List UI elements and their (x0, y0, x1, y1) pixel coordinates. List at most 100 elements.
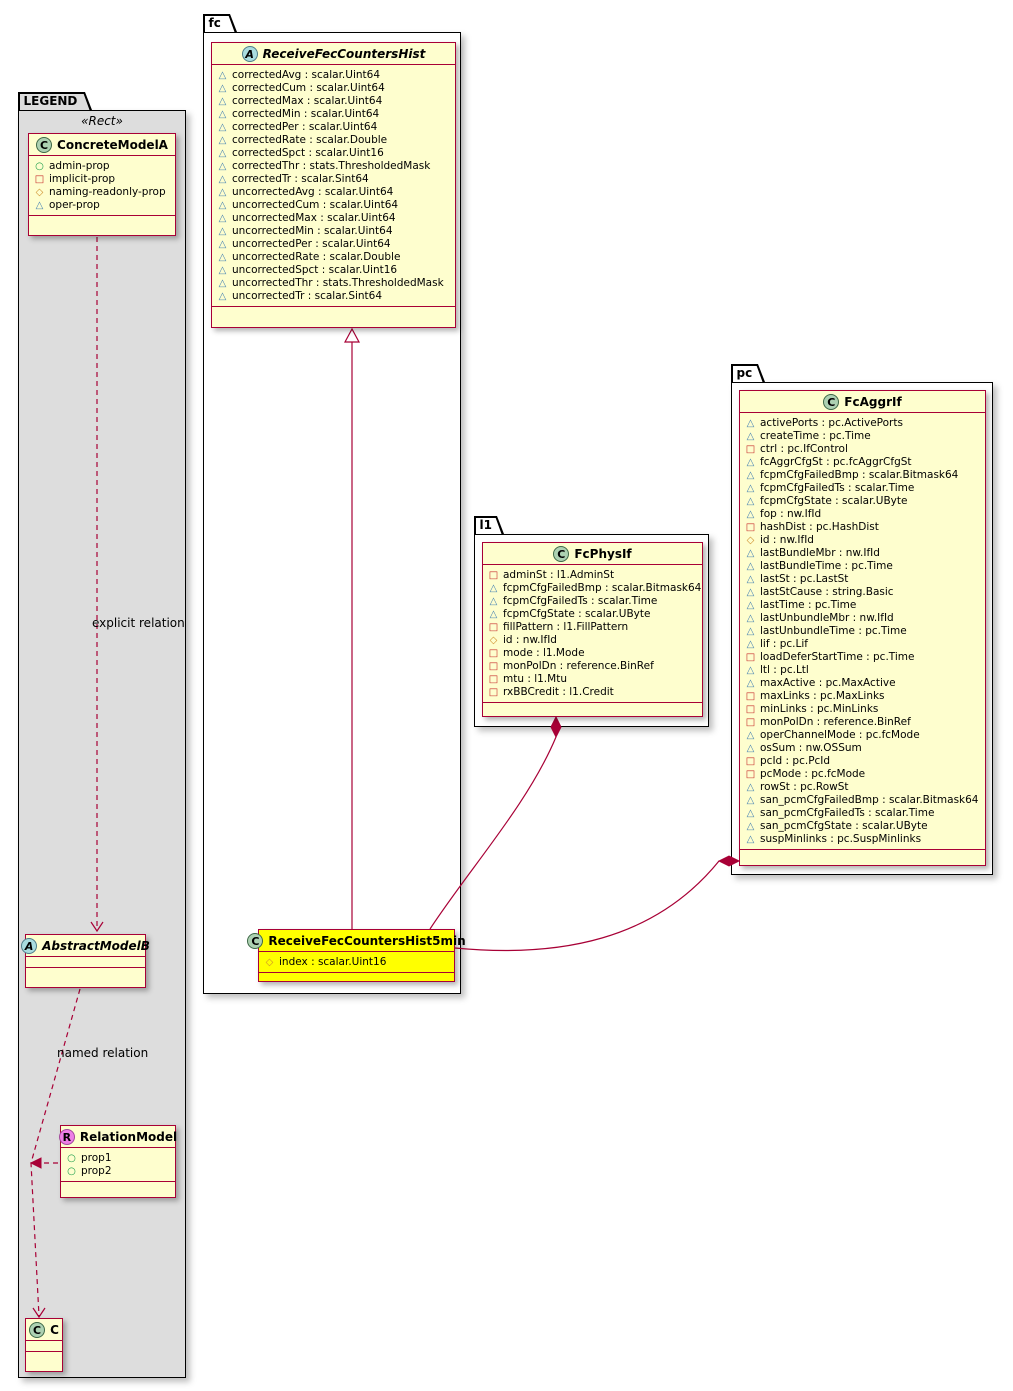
class-name: FcAggrIf (844, 395, 902, 409)
triangle-icon (34, 199, 45, 212)
class-methods-compartment (740, 849, 985, 865)
member-label: id : nw.IfId (503, 634, 557, 646)
class-member: lastTime : pc.Time (740, 599, 985, 612)
triangle-icon (745, 469, 756, 482)
triangle-icon (745, 781, 756, 794)
package-tab-legend: LEGEND (18, 92, 92, 110)
class-member: fillPattern : l1.FillPattern (483, 621, 702, 634)
member-label: ltl : pc.Ltl (760, 664, 809, 676)
triangle-icon (217, 134, 228, 147)
triangle-icon (745, 729, 756, 742)
triangle-icon (217, 251, 228, 264)
triangle-icon (745, 664, 756, 677)
member-label: monPolDn : reference.BinRef (503, 660, 654, 672)
member-label: lastStCause : string.Basic (760, 586, 894, 598)
class-member: lif : pc.Lif (740, 638, 985, 651)
triangle-icon (217, 277, 228, 290)
member-label: fcpmCfgState : scalar.UByte (503, 608, 651, 620)
class-member: san_pcmCfgFailedTs : scalar.Time (740, 807, 985, 820)
class-member: fcpmCfgFailedTs : scalar.Time (483, 595, 702, 608)
class-member: ltl : pc.Ltl (740, 664, 985, 677)
triangle-icon (745, 625, 756, 638)
class-name: ReceiveFecCountersHist5min (268, 934, 466, 948)
class-member: fop : nw.IfId (740, 508, 985, 521)
class-member: operChannelMode : pc.fcMode (740, 729, 985, 742)
class-methods-compartment (61, 1181, 175, 1197)
class-name: ReceiveFecCountersHist (262, 47, 426, 61)
member-label: lastUnbundleMbr : nw.IfId (760, 612, 894, 624)
class-spot-icon: C (247, 933, 264, 949)
package-tab-fc: fc (203, 14, 237, 32)
member-label: ctrl : pc.IfControl (760, 443, 848, 455)
member-label: uncorrectedMax : scalar.Uint64 (232, 212, 396, 224)
composition-edge-fcaggrif (454, 860, 720, 952)
square-icon (745, 443, 756, 456)
square-icon (745, 651, 756, 664)
class-member: san_pcmCfgFailedBmp : scalar.Bitmask64 (740, 794, 985, 807)
member-label: prop2 (81, 1165, 112, 1177)
member-label: fcAggrCfgSt : pc.fcAggrCfgSt (760, 456, 912, 468)
class-member: prop2 (61, 1165, 175, 1178)
square-icon (488, 647, 499, 660)
triangle-icon (745, 599, 756, 612)
class-member: fcpmCfgFailedBmp : scalar.Bitmask64 (740, 469, 985, 482)
class-name: RelationModel (79, 1130, 178, 1144)
class-header: C C (26, 1319, 62, 1341)
class-member: ctrl : pc.IfControl (740, 443, 985, 456)
member-label: prop1 (81, 1152, 112, 1164)
member-label: correctedMax : scalar.Uint64 (232, 95, 383, 107)
abstract-spot-icon: A (21, 938, 38, 954)
class-member: implicit-prop (29, 173, 175, 186)
member-label: correctedAvg : scalar.Uint64 (232, 69, 381, 81)
class-member: naming-readonly-prop (29, 186, 175, 199)
triangle-icon (745, 677, 756, 690)
member-label: hashDist : pc.HashDist (760, 521, 879, 533)
member-label: id : nw.IfId (760, 534, 814, 546)
triangle-icon (488, 582, 499, 595)
class-member: loadDeferStartTime : pc.Time (740, 651, 985, 664)
class-member: minLinks : pc.MinLinks (740, 703, 985, 716)
member-label: activePorts : pc.ActivePorts (760, 417, 903, 429)
triangle-icon (745, 807, 756, 820)
class-header: R RelationModel (58, 1126, 178, 1148)
class-name: AbstractModelB (42, 939, 150, 953)
member-label: pcMode : pc.fcMode (760, 768, 866, 780)
class-member: uncorrectedRate : scalar.Double (212, 251, 455, 264)
member-label: lastBundleMbr : nw.IfId (760, 547, 880, 559)
class-spot-icon: C (553, 546, 570, 562)
member-label: correctedTr : scalar.Sint64 (232, 173, 369, 185)
class-member: maxActive : pc.MaxActive (740, 677, 985, 690)
triangle-icon (217, 160, 228, 173)
triangle-icon (217, 238, 228, 251)
member-label: operChannelMode : pc.fcMode (760, 729, 920, 741)
class-member: uncorrectedSpct : scalar.Uint16 (212, 264, 455, 277)
diamond-icon (488, 634, 499, 647)
class-member: correctedMin : scalar.Uint64 (212, 108, 455, 121)
triangle-icon (745, 456, 756, 469)
class-receive-fec-counters-hist-5min: C ReceiveFecCountersHist5min index : sca… (247, 929, 466, 982)
class-member: fcpmCfgFailedTs : scalar.Time (740, 482, 985, 495)
class-member: lastBundleMbr : nw.IfId (740, 547, 985, 560)
member-label: uncorrectedThr : stats.ThresholdedMask (232, 277, 444, 289)
member-label: suspMinlinks : pc.SuspMinlinks (760, 833, 922, 845)
class-name: C (50, 1323, 59, 1337)
member-label: rowSt : pc.RowSt (760, 781, 849, 793)
class-member: hashDist : pc.HashDist (740, 521, 985, 534)
class-member: prop1 (61, 1152, 175, 1165)
square-icon (488, 621, 499, 634)
member-label: adminSt : l1.AdminSt (503, 569, 615, 581)
triangle-icon (745, 833, 756, 846)
class-spot-icon: C (36, 137, 53, 153)
relation-spot-icon: R (58, 1129, 75, 1145)
class-header: C ReceiveFecCountersHist5min (247, 930, 466, 952)
member-label: maxLinks : pc.MaxLinks (760, 690, 885, 702)
member-label: fillPattern : l1.FillPattern (503, 621, 629, 633)
triangle-icon (745, 508, 756, 521)
class-member: rxBBCredit : l1.Credit (483, 686, 702, 699)
member-label: uncorrectedPer : scalar.Uint64 (232, 238, 391, 250)
member-label: naming-readonly-prop (49, 186, 166, 198)
member-label: monPolDn : reference.BinRef (760, 716, 911, 728)
member-label: lastTime : pc.Time (760, 599, 857, 611)
class-name: ConcreteModelA (57, 138, 168, 152)
class-fc-aggr-if: C FcAggrIf activePorts : pc.ActivePortsc… (739, 390, 986, 866)
